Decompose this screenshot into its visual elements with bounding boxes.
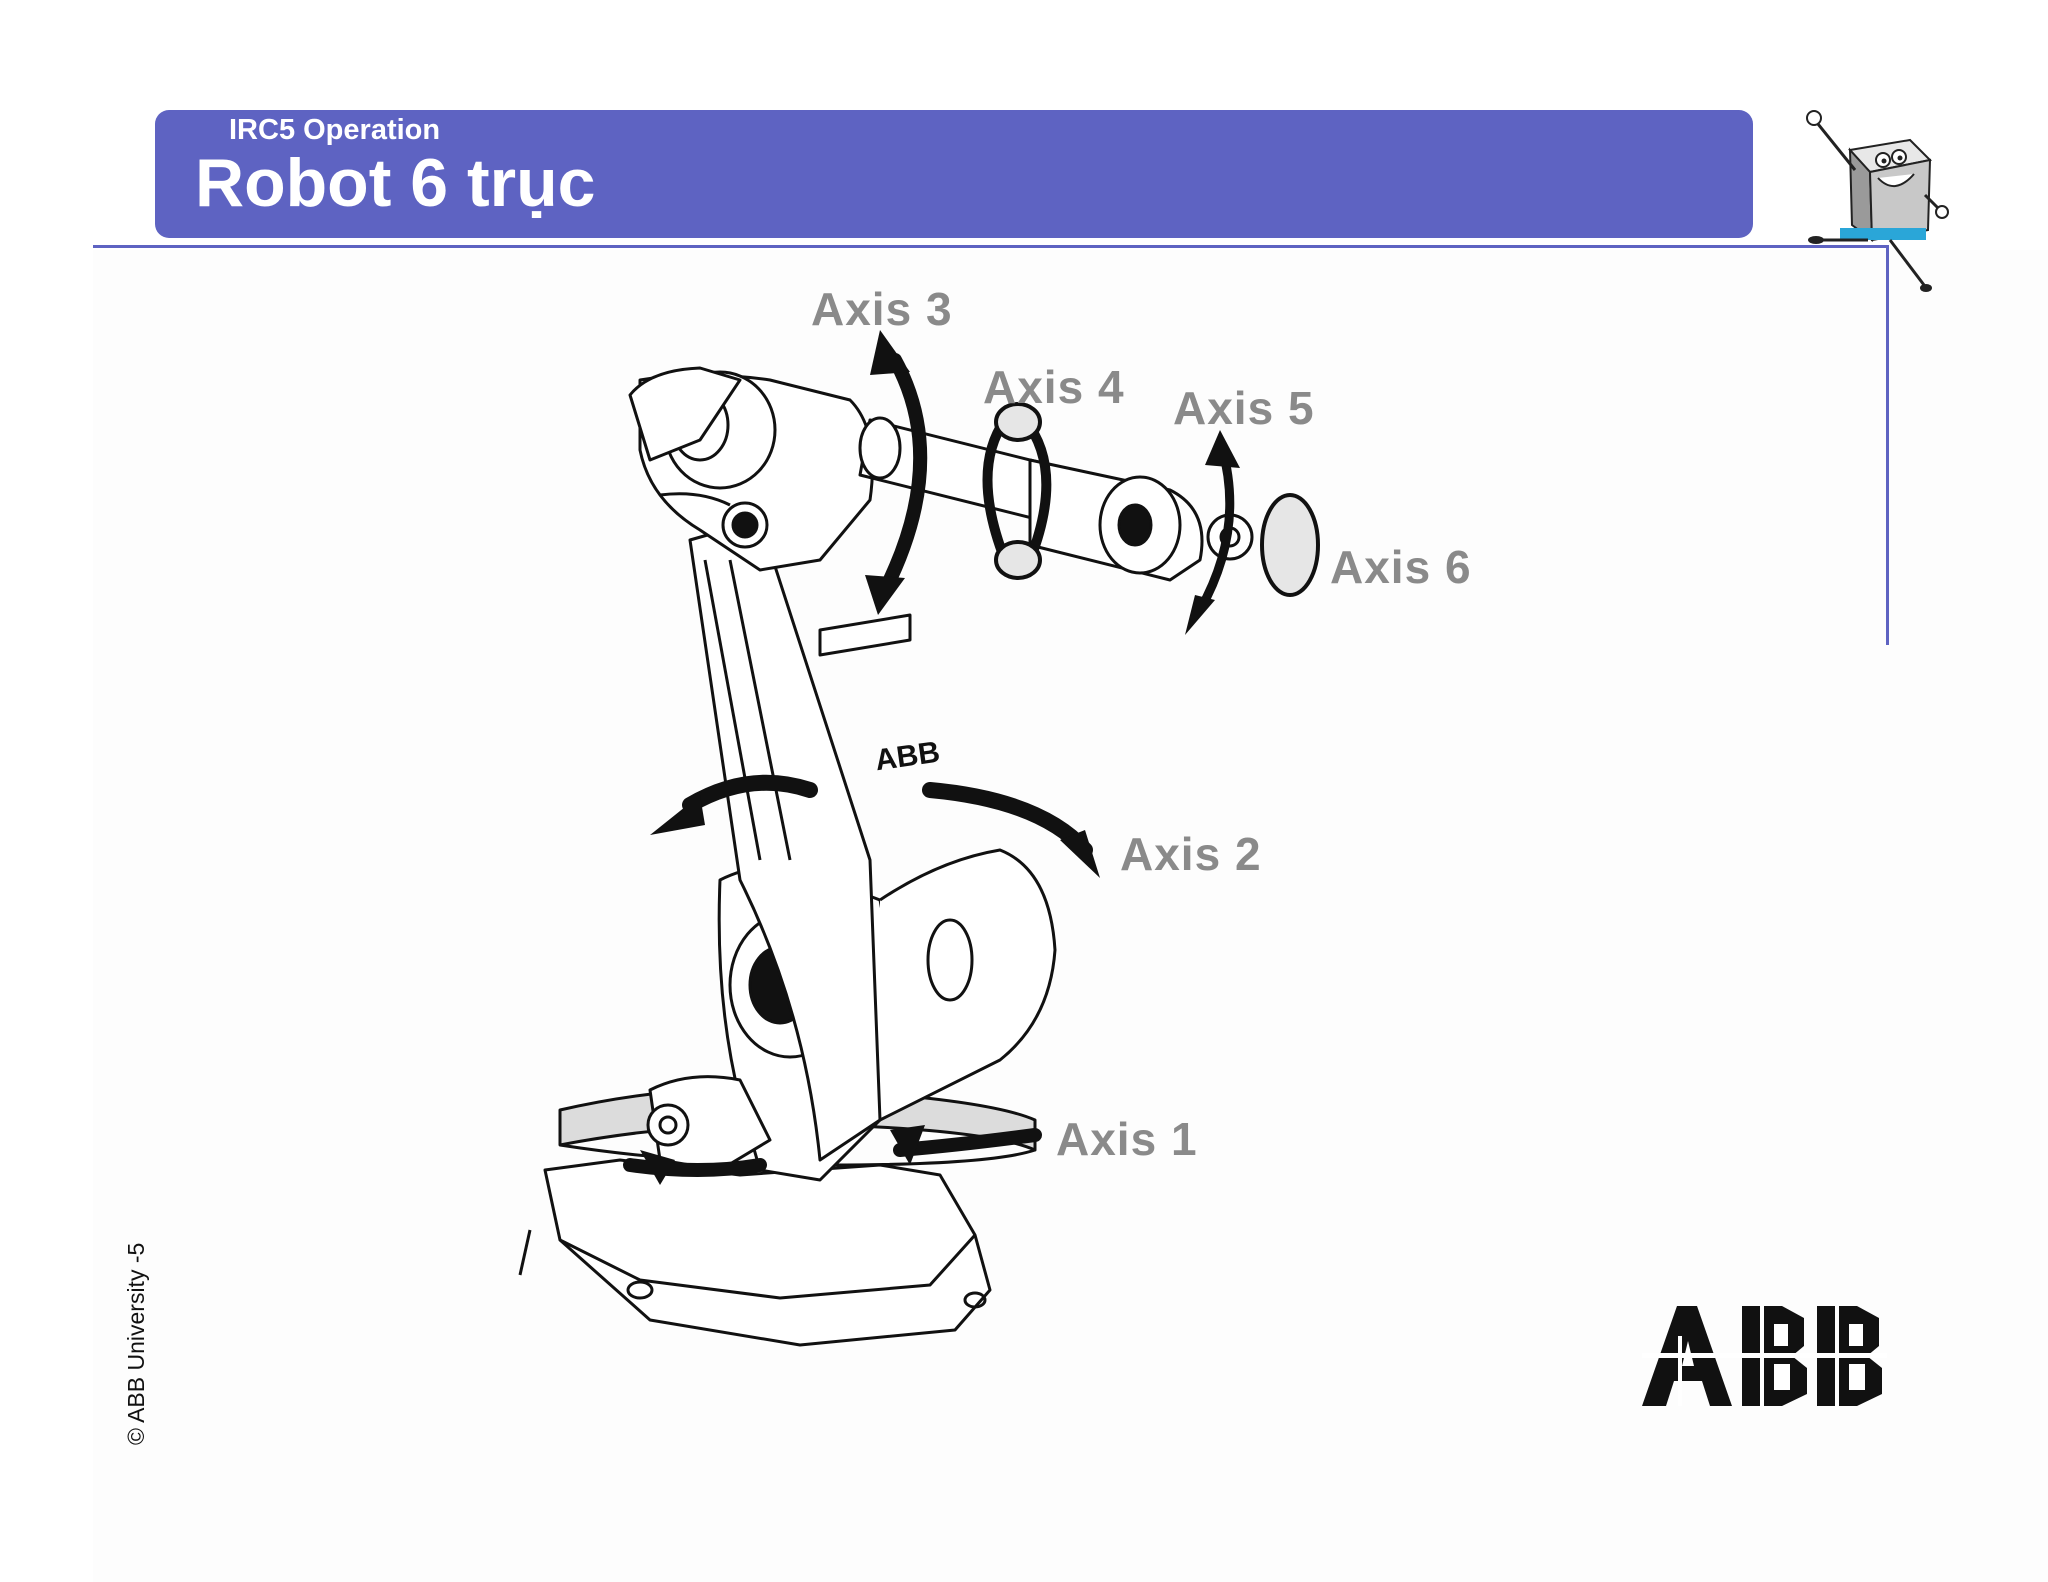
- slide-title: Robot 6 trục: [195, 145, 596, 221]
- abb-logo: [1642, 1306, 1887, 1406]
- header-divider: [93, 245, 1889, 248]
- right-divider: [1886, 245, 1889, 645]
- axis-3-label: Axis 3: [811, 283, 953, 335]
- mascot-illustration: [1806, 110, 1949, 292]
- slide-subtitle: IRC5 Operation: [229, 114, 441, 146]
- axis-1-label: Axis 1: [1056, 1113, 1198, 1165]
- axis-2-label: Axis 2: [1120, 828, 1262, 880]
- axis-6-label: Axis 6: [1330, 541, 1472, 593]
- axis-4-label: Axis 4: [983, 361, 1125, 413]
- axis-5-label: Axis 5: [1173, 382, 1315, 434]
- title-banner: [155, 110, 1753, 238]
- copyright-text: © ABB University -5: [123, 1242, 149, 1445]
